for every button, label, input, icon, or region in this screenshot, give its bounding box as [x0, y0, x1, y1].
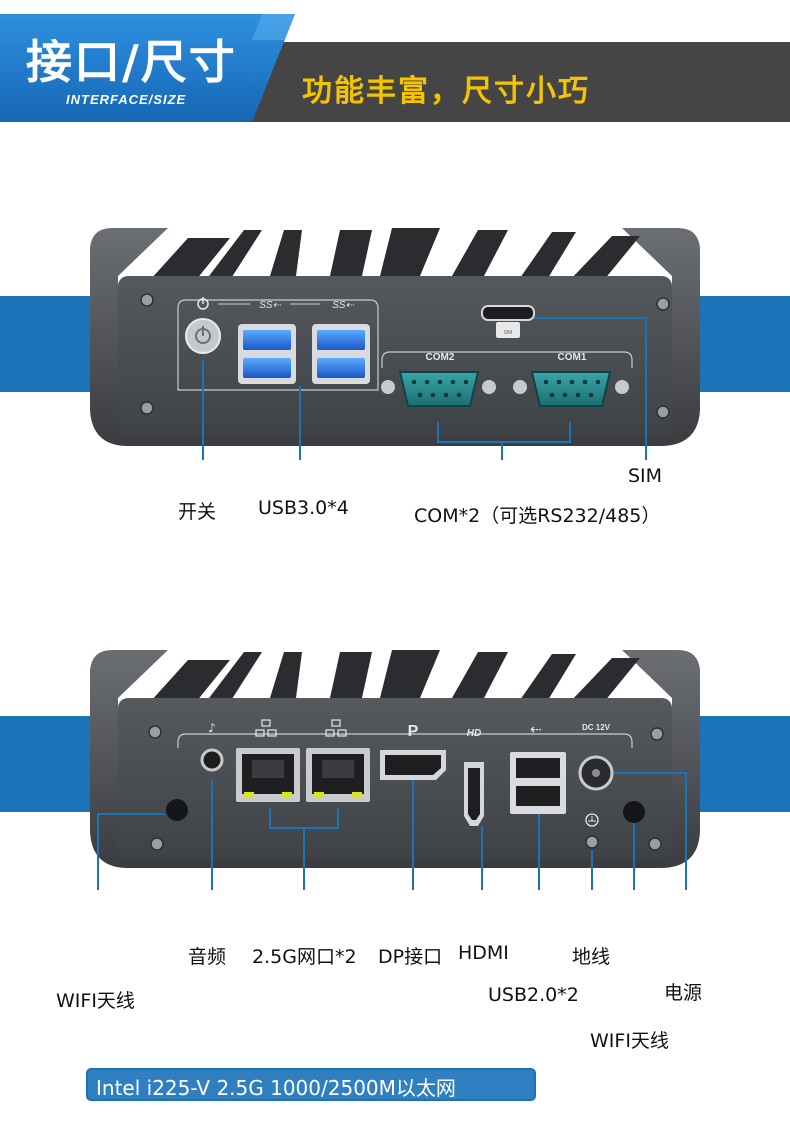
- usb3-mark-b: SS⇠: [332, 300, 354, 311]
- com2-mark: COM2: [426, 352, 455, 363]
- ground-screw: [585, 835, 599, 849]
- label-sim: SIM: [628, 465, 663, 487]
- front-port-frame: [177, 299, 379, 391]
- rear-heatsink-fins: [150, 650, 640, 702]
- rear-port-frame: [177, 733, 633, 748]
- com-frame: [381, 351, 633, 368]
- header-banner: 接口/尺寸 INTERFACE/SIZE 功能丰富，尺寸小巧: [0, 0, 790, 124]
- label-ground: 地线: [572, 946, 611, 968]
- label-audio: 音频: [188, 946, 227, 968]
- front-callout-lines: [202, 317, 647, 460]
- lan-ports: [236, 748, 370, 802]
- usb3-ports: [238, 324, 370, 384]
- dc-mark: DC 12V: [582, 723, 611, 732]
- label-lan: 2.5G网口*2: [252, 946, 357, 968]
- label-usb2: USB2.0*2: [488, 984, 579, 1006]
- ground-icon: [585, 813, 599, 827]
- usb-icon: ⇠: [530, 722, 542, 738]
- sim-card-icon: [496, 322, 520, 338]
- rear-panel-illustration: ♪ P HD ⇠ DC 12V: [0, 650, 790, 890]
- rear-screws: [148, 725, 664, 851]
- front-heatsink-fins: [150, 228, 640, 280]
- label-com: COM*2（可选RS232/485）: [414, 505, 661, 527]
- audio-icon: ♪: [208, 721, 216, 735]
- rear-callout-lines: [97, 772, 687, 890]
- sim-card-mark: SIM: [504, 330, 513, 336]
- hdmi-icon: HD: [467, 728, 481, 739]
- nic-note-box: [86, 1068, 536, 1101]
- slogan: 功能丰富，尺寸小巧: [302, 74, 590, 109]
- usb2-ports: [510, 752, 566, 814]
- page-subtitle: INTERFACE/SIZE: [66, 92, 187, 107]
- label-wifi-right: WIFI天线: [590, 1030, 669, 1052]
- header-blue-tab: [0, 14, 295, 122]
- label-wifi-left: WIFI天线: [56, 990, 135, 1012]
- wifi-antenna-hole-left: [166, 799, 188, 821]
- nic-note: Intel i225-V 2.5G 1000/2500M以太网: [96, 1076, 456, 1100]
- label-dp: DP接口: [378, 946, 443, 968]
- com1-port: [513, 371, 629, 407]
- label-power: 电源: [664, 982, 703, 1004]
- com1-mark: COM1: [558, 352, 587, 363]
- audio-jack: [200, 748, 224, 772]
- sim-slot: [481, 305, 535, 321]
- dp-icon: P: [408, 723, 419, 740]
- label-hdmi: HDMI: [458, 942, 509, 964]
- page-title: 接口/尺寸: [26, 35, 237, 89]
- wifi-antenna-hole-right: [623, 801, 645, 823]
- label-power-switch: 开关: [178, 501, 217, 523]
- com2-port: [381, 371, 496, 407]
- front-panel-illustration: SS⇠ SS⇠ COM2 COM1 SIM: [0, 228, 790, 460]
- label-usb3: USB3.0*4: [258, 497, 349, 519]
- front-screws: [140, 293, 670, 419]
- lan-icons: [255, 719, 347, 737]
- usb3-mark-a: SS⇠: [259, 300, 281, 311]
